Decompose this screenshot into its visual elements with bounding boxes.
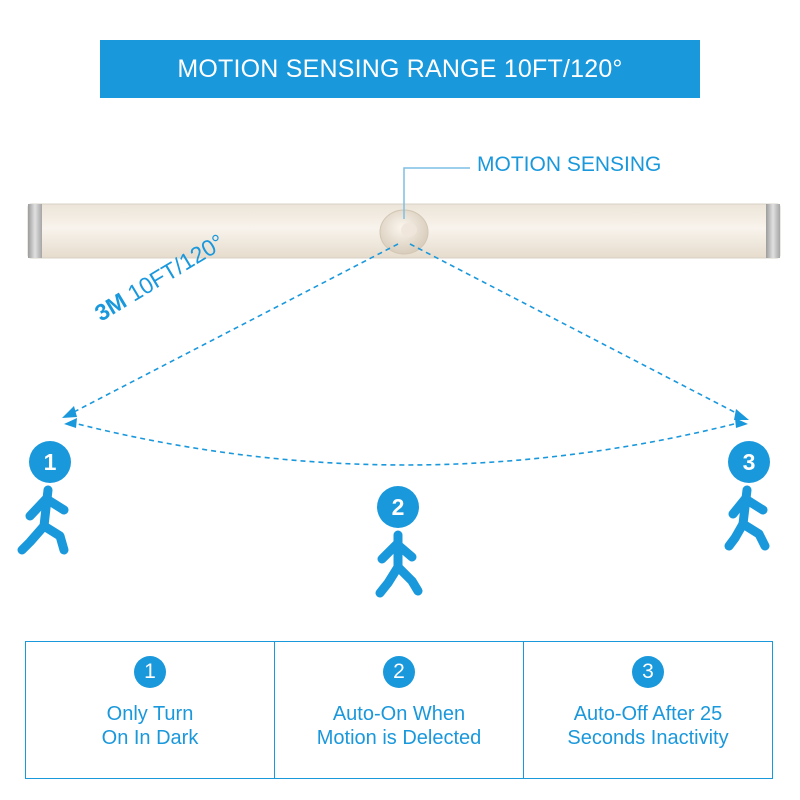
feature-text: Auto-Off After 25 Seconds Inactivity xyxy=(567,702,728,750)
range-line-left xyxy=(69,243,399,415)
feature-text-line: On In Dark xyxy=(101,727,199,749)
feature-number-badge: 2 xyxy=(383,656,415,688)
range-lines xyxy=(69,243,743,466)
walking-figure-2: 2 xyxy=(375,486,423,598)
sensor-callout-line xyxy=(403,167,470,219)
range-arc xyxy=(69,421,743,466)
feature-number-badge: 1 xyxy=(134,656,166,688)
svg-text:3: 3 xyxy=(743,449,756,475)
feature-text-line: Auto-On When xyxy=(332,703,466,725)
feature-text-line: Seconds Inactivity xyxy=(567,727,729,749)
arc-arrowhead-right xyxy=(735,418,748,428)
features-panel: 1 Only Turn On In Dark 2 Auto-On When Mo… xyxy=(25,641,773,779)
arc-arrowhead-left xyxy=(64,418,77,428)
feature-text: Auto-On When Motion is Delected xyxy=(317,702,482,750)
feature-text: Only Turn On In Dark xyxy=(102,702,199,750)
svg-text:1: 1 xyxy=(44,449,57,475)
feature-cell-1: 1 Only Turn On In Dark xyxy=(26,642,275,778)
led-light-bar xyxy=(27,203,781,259)
arrowhead-left xyxy=(62,406,77,418)
feature-number-badge: 3 xyxy=(632,656,664,688)
feature-text-line: Motion is Delected xyxy=(316,727,482,749)
feature-text-line: Auto-Off After 25 xyxy=(573,703,723,725)
walking-figure-1: 1 xyxy=(17,441,71,555)
feature-text-line: Only Turn xyxy=(106,703,194,725)
bar-end-cap-left xyxy=(28,204,42,258)
bar-end-cap-right xyxy=(766,204,780,258)
feature-cell-2: 2 Auto-On When Motion is Delected xyxy=(275,642,524,778)
walking-figure-3: 3 xyxy=(724,441,770,551)
range-line-right xyxy=(409,243,743,417)
range-arrowheads xyxy=(62,406,749,428)
title-banner: MOTION SENSING RANGE 10FT/120° xyxy=(100,40,700,98)
svg-text:2: 2 xyxy=(392,494,405,520)
feature-cell-3: 3 Auto-Off After 25 Seconds Inactivity xyxy=(524,642,772,778)
arrowhead-right xyxy=(734,409,749,420)
motion-sensing-label: MOTION SENSING xyxy=(477,153,662,176)
